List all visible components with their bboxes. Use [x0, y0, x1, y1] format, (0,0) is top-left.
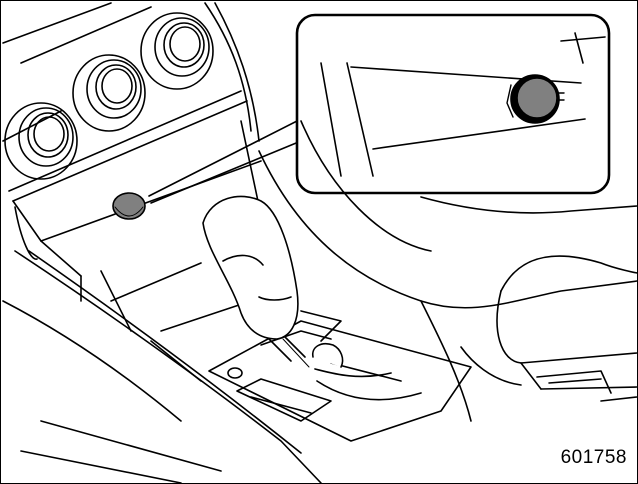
- dial-left: [4, 102, 78, 180]
- dial-right: [140, 12, 214, 90]
- seat-area: [258, 120, 637, 422]
- power-outlet-small: [112, 192, 146, 220]
- dashboard-outline: [2, 2, 260, 142]
- climate-dials: [4, 12, 214, 180]
- power-outlet-large: [506, 74, 565, 124]
- center-panel: [8, 90, 262, 332]
- parking-lever: [311, 342, 422, 401]
- dial-center: [72, 54, 146, 132]
- shift-lever: [202, 195, 310, 368]
- callout-leader: [148, 118, 302, 204]
- console-body: [2, 206, 322, 483]
- figure-code: 601758: [560, 447, 627, 468]
- callout-box: [295, 13, 611, 195]
- shift-gate-plate: [208, 310, 472, 442]
